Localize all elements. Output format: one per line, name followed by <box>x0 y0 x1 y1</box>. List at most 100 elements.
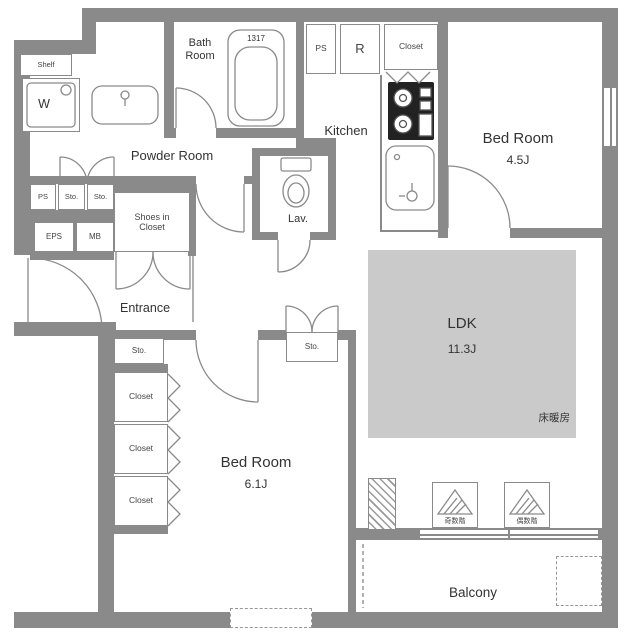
ldk-size-label: 11.3J <box>447 341 477 356</box>
closet-top-label: Closet <box>398 41 424 52</box>
pipe-shaft-hatch <box>368 478 396 530</box>
wall-lav-left <box>252 148 260 240</box>
hatch-odd-floor-label: 奇数階 <box>444 517 466 525</box>
closet-2-box: Closet <box>114 424 168 474</box>
tub-size-label: 1317 <box>247 34 265 44</box>
wall-powder-bottom-a <box>30 176 196 184</box>
bath-room-label: Bath Room <box>185 36 215 62</box>
fridge-space: R <box>340 24 380 74</box>
wall-lav-right <box>328 148 336 240</box>
wall-powder-bottom-b <box>244 176 258 184</box>
mb-box: MB <box>76 222 114 252</box>
bedroom1-window <box>602 88 618 146</box>
door-swing-bedroom2 <box>195 339 259 403</box>
wall-shoes-top <box>114 184 190 192</box>
eps-box: EPS <box>34 222 74 252</box>
closet-label: Closet <box>128 495 154 506</box>
entrance-label: Entrance <box>119 300 171 315</box>
bedroom1-size-label: 4.5J <box>506 152 530 167</box>
kitchen-sink-icon <box>385 145 435 211</box>
wall-top-left-step-h <box>14 40 96 54</box>
wall-entrance-right <box>188 176 196 256</box>
balcony-sliding-window <box>420 528 598 540</box>
wall-lav-bottom-a <box>252 232 278 240</box>
hatch-even-floor-label: 偶数階 <box>516 517 538 525</box>
wall-bath-left <box>164 22 174 138</box>
wall-closet-bottom <box>114 526 168 534</box>
hatch-even-floor-box: 偶数階 <box>504 482 550 528</box>
wall-left-lower <box>98 322 114 628</box>
shoes-in-closet-label: Shoes in Closet <box>134 211 170 232</box>
sto-powder-2-box: Sto. <box>87 184 114 210</box>
powder-room-label: Powder Room <box>130 148 214 164</box>
wall-bath-bottom-a <box>164 128 176 138</box>
wall-bedroom1-left <box>438 22 448 228</box>
wall-bath-bottom-b <box>216 128 304 138</box>
vanity-sink-icon <box>91 85 159 125</box>
wall-balcony-b <box>596 528 602 540</box>
window-mullion <box>508 530 510 538</box>
toilet-icon <box>280 157 312 208</box>
closet-label: Closet <box>128 391 154 402</box>
lav-label: Lav. <box>288 213 308 226</box>
ps-top-label: PS <box>315 43 327 54</box>
wall-right <box>602 8 618 628</box>
sto-label: Sto. <box>304 342 320 352</box>
eps-label: EPS <box>45 232 62 242</box>
wall-bath-right <box>296 22 304 138</box>
shoes-in-closet-box: Shoes in Closet <box>114 192 190 252</box>
bedroom2-name-label: Bed Room <box>220 454 292 471</box>
fridge-label: R <box>355 40 365 56</box>
wall-bedroom1-bottom-b <box>510 228 616 238</box>
bedroom2-size-label: 6.1J <box>244 476 268 491</box>
kitchen-counter-line <box>380 75 382 232</box>
bedroom1-name-label: Bed Room <box>482 130 554 147</box>
wall-lav-bottom-b <box>310 232 336 240</box>
door-swing-lav <box>277 239 311 273</box>
door-swing-powder-room <box>195 183 245 233</box>
door-swing-entrance <box>27 257 103 331</box>
ldk-name-label: LDK <box>447 315 477 332</box>
sto-hall-box: Sto. <box>286 332 338 362</box>
ps-left-box: PS <box>30 184 56 210</box>
hatch-odd-floor-box: 奇数階 <box>432 482 478 528</box>
wall-bedroom1-bottom-a <box>438 228 448 238</box>
wall-sto-bedroom-bottom <box>114 364 168 372</box>
sto-bedroom-box: Sto. <box>114 338 164 364</box>
sto-label: Sto. <box>64 191 79 201</box>
wall-balcony-a <box>348 528 420 540</box>
wall-bedroom2-ldk-divider <box>348 330 356 612</box>
door-swing-hall-storage <box>285 305 339 333</box>
floor-heating-label: 床暖房 <box>538 411 571 424</box>
shelf-label: Shelf <box>37 59 55 69</box>
floor-heating-area <box>368 250 576 438</box>
door-swing-bedroom1 <box>447 165 511 229</box>
wall-lav-top <box>252 148 336 156</box>
closet-3-box: Closet <box>114 476 168 526</box>
balcony-evacuation-hatch <box>556 556 602 606</box>
sto-powder-1-box: Sto. <box>58 184 85 210</box>
stove-icon <box>388 82 434 140</box>
wall-kitchen-strip <box>296 138 336 148</box>
kitchen-counter-bottom-line <box>380 230 440 232</box>
closet-top-box: Closet <box>384 24 438 70</box>
window-center-line <box>610 88 612 146</box>
wall-hall-bottom-c <box>338 330 356 340</box>
kitchen-label: Kitchen <box>324 123 368 139</box>
bedroom2-dashed-window <box>230 608 312 628</box>
balcony-label: Balcony <box>448 584 498 600</box>
door-swing-bath <box>175 87 217 129</box>
ps-top-box: PS <box>306 24 336 74</box>
door-swing-shoes-closet <box>115 251 191 290</box>
wall-hall-bottom-a <box>114 330 196 340</box>
closet-label: Closet <box>128 443 154 454</box>
washer-label: W <box>38 96 50 111</box>
wall-bottom <box>14 612 618 628</box>
shelf-box: Shelf <box>20 54 72 76</box>
ps-left-label: PS <box>37 191 48 201</box>
sto-label: Sto. <box>93 191 108 201</box>
closet-1-box: Closet <box>114 372 168 422</box>
mb-label: MB <box>89 232 101 242</box>
sto-label: Sto. <box>131 346 147 356</box>
